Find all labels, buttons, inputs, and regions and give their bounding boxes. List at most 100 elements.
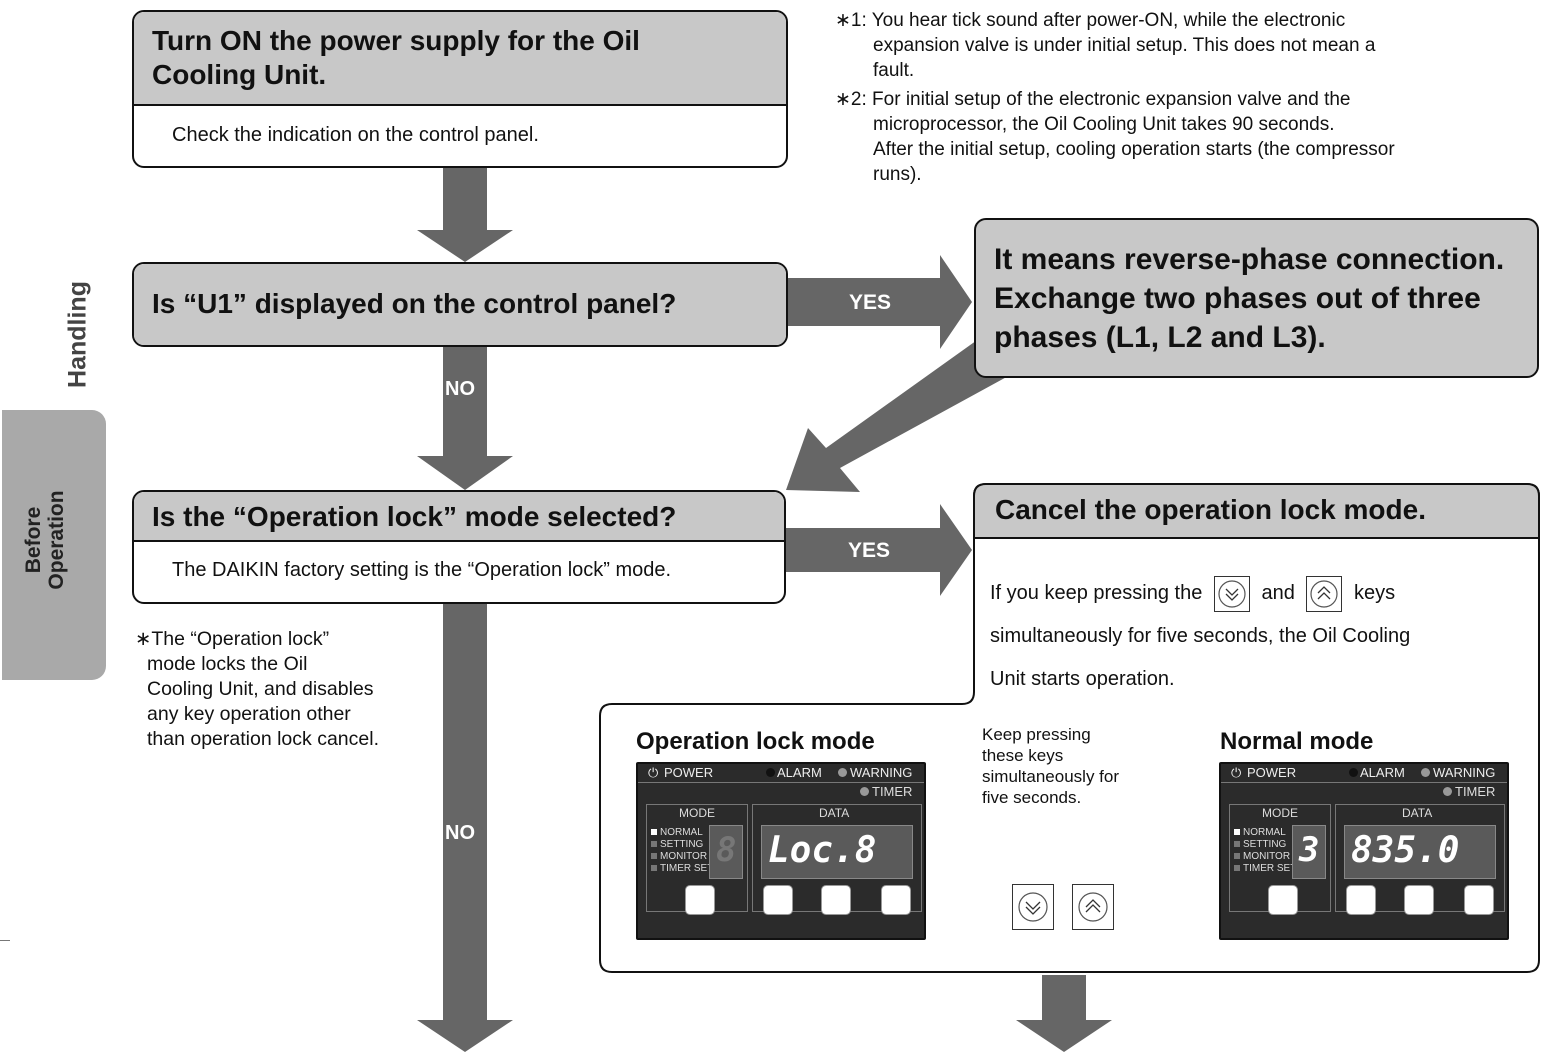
normal-data-label: DATA <box>1402 806 1433 820</box>
normal-mode-panel: ⏻ POWER ALARM WARNING TIMER MODE NORMAL … <box>1219 762 1509 940</box>
normal-mode-label: MODE <box>1262 806 1298 820</box>
step3-note-line-4: any key operation other <box>147 703 351 725</box>
cancel-text: If you keep pressing the and keys simult… <box>990 572 1530 701</box>
reverse-phase-box: It means reverse-phase connection. Excha… <box>974 218 1539 378</box>
step2-yes-label: YES <box>849 291 892 314</box>
normal-alarm-led <box>1349 768 1358 777</box>
lock-panel-top: ⏻ POWER ALARM WARNING <box>638 764 924 783</box>
lock-alarm-label: ALARM <box>777 765 822 780</box>
lock-up-button[interactable] <box>821 885 851 915</box>
step3-note-line-2: mode locks the Oil <box>147 653 308 675</box>
normal-alarm-label: ALARM <box>1360 765 1405 780</box>
instr-line-1: Keep pressing <box>982 725 1091 744</box>
lock-power-label: POWER <box>664 765 714 780</box>
lock-power-icon: ⏻ <box>648 765 659 780</box>
transition-up-key-icon[interactable] <box>1072 884 1114 930</box>
reverse-line-2: Exchange two phases out of three <box>994 282 1481 315</box>
reverse-phase-text: It means reverse-phase connection. Excha… <box>976 220 1537 376</box>
lock-enter-button[interactable] <box>881 885 911 915</box>
normal-warning-led <box>1421 768 1430 777</box>
side-tab-before-operation[interactable]: Before Operation <box>2 410 106 680</box>
normal-monitor-opt: MONITOR <box>1234 851 1290 862</box>
arrow-right-yes-2 <box>786 504 972 596</box>
step3-box: Is the “Operation lock” mode selected? T… <box>132 490 786 604</box>
step2-title: Is “U1” displayed on the control panel? <box>134 264 786 345</box>
note-2-line-1: ∗2: For initial setup of the electronic … <box>835 89 1351 110</box>
step3-yes-label: YES <box>848 539 891 562</box>
normal-panel-top: ⏻ POWER ALARM WARNING <box>1221 764 1507 783</box>
lock-mode-digit: 8 <box>716 830 737 870</box>
down-key-icon[interactable] <box>1213 575 1250 612</box>
cancel-line-1c: keys <box>1353 582 1396 604</box>
normal-timerset-opt: TIMER SET <box>1234 863 1296 874</box>
normal-mode-title: Normal mode <box>1220 728 1374 755</box>
note-2-line-3: After the initial setup, cooling operati… <box>873 139 1395 160</box>
cancel-line-1a: If you keep pressing the <box>990 582 1203 604</box>
normal-mode-section: MODE NORMAL SETTING MONITOR TIMER SET 3 <box>1229 804 1331 915</box>
normal-power-icon: ⏻ <box>1231 765 1242 780</box>
transition-down-key-icon[interactable] <box>1012 884 1054 930</box>
normal-normal-opt: NORMAL <box>1234 827 1286 838</box>
reverse-line-3: phases (L1, L2 and L3). <box>994 321 1326 354</box>
normal-setting-opt: SETTING <box>1234 839 1286 850</box>
step3-note-line-1: ∗The “Operation lock” <box>135 628 330 650</box>
cancel-line-1b: and <box>1261 582 1295 604</box>
lock-setting-opt: SETTING <box>651 839 703 850</box>
normal-down-button[interactable] <box>1346 885 1376 915</box>
normal-mode-display: 3 <box>1292 825 1326 879</box>
normal-timer-led <box>1443 787 1452 796</box>
normal-enter-button[interactable] <box>1464 885 1494 915</box>
cancel-line-2: simultaneously for five seconds, the Oil… <box>990 625 1411 647</box>
step3-no-label: NO <box>445 822 475 844</box>
note-1-line-2: expansion valve is under initial setup. … <box>873 35 1376 56</box>
normal-data-section: DATA 835.0 <box>1335 804 1505 915</box>
step3-note: ∗The “Operation lock” mode locks the Oil… <box>135 627 435 752</box>
lock-mode-panel: ⏻ POWER ALARM WARNING TIMER MODE NORMAL … <box>636 762 926 940</box>
lock-return-button[interactable] <box>685 885 715 915</box>
step1-title: Turn ON the power supply for the Oil Coo… <box>134 12 786 106</box>
margin-mark <box>0 940 10 941</box>
arrow-down-3-no <box>417 604 513 1052</box>
instr-line-4: five seconds. <box>982 788 1082 807</box>
up-key-icon[interactable] <box>1306 575 1343 612</box>
normal-power-label: POWER <box>1247 765 1297 780</box>
step1-body: Check the indication on the control pane… <box>172 124 539 146</box>
lock-timerset-opt: TIMER SET <box>651 863 713 874</box>
lock-normal-opt: NORMAL <box>651 827 703 838</box>
note-1-line-1: ∗1: You hear tick sound after power-ON, … <box>835 10 1346 31</box>
arrow-diagonal-return <box>786 338 1012 492</box>
lock-data-value: Loc.8 <box>768 830 877 871</box>
step3-title: Is the “Operation lock” mode selected? <box>134 492 784 542</box>
step1-box: Turn ON the power supply for the Oil Coo… <box>132 10 788 168</box>
lock-alarm-led <box>766 768 775 777</box>
lock-monitor-opt: MONITOR <box>651 851 707 862</box>
step3-body: The DAIKIN factory setting is the “Opera… <box>172 559 672 581</box>
cancel-line-3: Unit starts operation. <box>990 668 1175 690</box>
note-2-line-4: runs). <box>873 164 922 185</box>
lock-mode-label: MODE <box>679 806 715 820</box>
normal-data-value: 835.0 <box>1351 830 1460 871</box>
cancel-title: Cancel the operation lock mode. <box>995 494 1426 525</box>
step3-note-line-5: than operation lock cancel. <box>147 728 379 750</box>
normal-return-button[interactable] <box>1268 885 1298 915</box>
lock-timer-label: TIMER <box>872 784 913 799</box>
lock-timer-led <box>860 787 869 796</box>
step2-box: Is “U1” displayed on the control panel? <box>132 262 788 347</box>
lock-data-display: Loc.8 <box>761 825 913 879</box>
normal-mode-digit: 3 <box>1299 830 1320 870</box>
panel-instructions: Keep pressing these keys simultaneously … <box>982 724 1119 808</box>
normal-up-button[interactable] <box>1404 885 1434 915</box>
normal-data-display: 835.0 <box>1344 825 1496 879</box>
note-1-line-3: fault. <box>873 60 915 81</box>
step3-note-line-3: Cooling Unit, and disables <box>147 678 374 700</box>
normal-timer-label: TIMER <box>1455 784 1496 799</box>
lock-data-label: DATA <box>819 806 850 820</box>
lock-mode-section: MODE NORMAL SETTING MONITOR TIMER SET 8 <box>646 804 748 915</box>
note-2-line-2: microprocessor, the Oil Cooling Unit tak… <box>873 114 1335 135</box>
lock-down-button[interactable] <box>763 885 793 915</box>
lock-data-section: DATA Loc.8 <box>752 804 922 915</box>
normal-warning-label: WARNING <box>1433 765 1496 780</box>
note-1: ∗1: You hear tick sound after power-ON, … <box>835 8 1535 187</box>
lock-warning-label: WARNING <box>850 765 913 780</box>
arrow-down-4 <box>1016 975 1112 1052</box>
